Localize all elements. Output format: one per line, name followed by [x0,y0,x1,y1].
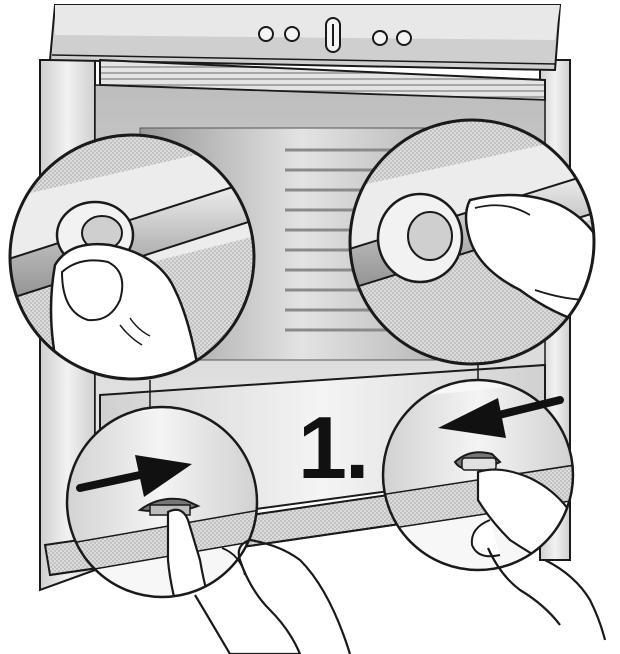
oven-control-knobs-icon [258,26,412,46]
arrow-right-icon [76,455,192,497]
arrow-left-icon [438,396,564,438]
callout-top-right [348,118,596,366]
oven-display-icon [325,17,341,53]
hand-icon [49,243,202,379]
callout-bottom-left [65,405,259,599]
hinge-latch [453,451,502,471]
callout-top-left [8,133,256,381]
callout-bottom-right [381,378,575,572]
hinge-washer [376,192,464,284]
step-number: 1. [298,398,367,497]
